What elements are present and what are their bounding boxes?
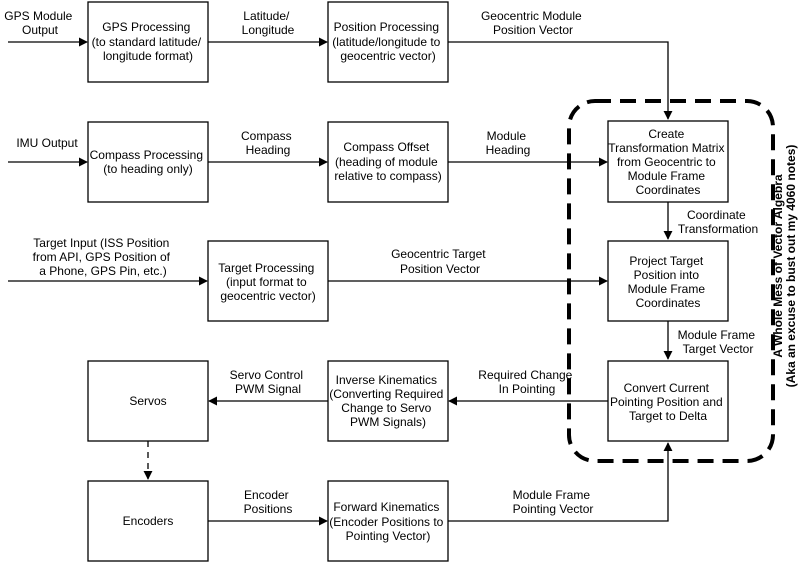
vector-algebra-group-label: A Whole Mess of Vector Algebra (Aka an e…: [771, 145, 798, 388]
module-frame-target-label: Module Frame Target Vector: [678, 328, 759, 356]
servos-box: [87, 360, 209, 442]
compass-heading-label: Compass Heading: [241, 129, 295, 157]
connectors: [8, 37, 673, 526]
gps-module-output-label: GPS Module Output: [4, 9, 75, 37]
encoders-box: [87, 480, 209, 562]
convert-delta-box: [607, 360, 729, 442]
transformation-matrix-box: [607, 120, 729, 203]
servo-control-label: Servo Control PWM Signal: [230, 368, 307, 396]
compass-processing-text: Compass Processing (to heading only): [90, 148, 207, 176]
geocentric-target-label: Geocentric Target Position Vector: [391, 247, 489, 276]
pointing-vector-arrow: [448, 442, 673, 522]
inverse-kinematics-text: Inverse Kinematics (Converting Required …: [329, 373, 446, 429]
geocentric-module-arrow: [448, 41, 673, 120]
imu-output-label: IMU Output: [16, 136, 78, 150]
project-target-box: [607, 240, 729, 322]
group-subtitle: (Aka an excuse to bust out my 4060 notes…: [784, 145, 798, 388]
geocentric-module-position-label: Geocentric Module Position Vector: [481, 9, 585, 37]
position-processing-box: [327, 1, 449, 83]
target-processing-text: Target Processing (input format to geoce…: [218, 261, 317, 303]
position-processing-text: Position Processing (latitude/longitude …: [332, 20, 443, 63]
target-input-label: Target Input (ISS Position from API, GPS…: [33, 236, 174, 278]
convert-delta-text: Convert Current Pointing Position and Ta…: [610, 381, 726, 423]
project-target-text: Project Target Position into Module Fram…: [628, 254, 709, 310]
required-change-label: Required Change In Pointing: [478, 368, 575, 396]
coordinate-transformation-label: Coordinate Transformation: [678, 208, 758, 236]
compass-offset-text: Compass Offset (heading of module relati…: [334, 140, 441, 183]
module-frame-pointing-label: Module Frame Pointing Vector: [513, 488, 594, 516]
compass-processing-box: [87, 121, 209, 203]
forward-kinematics-text: Forward Kinematics (Encoder Positions to…: [329, 500, 446, 543]
forward-kinematics-box: [327, 480, 449, 562]
gps-processing-text: GPS Processing (to standard latitude/ lo…: [92, 20, 205, 63]
latitude-longitude-label: Latitude/ Longitude: [242, 9, 295, 37]
compass-offset-box: [327, 121, 449, 203]
target-processing-box: [207, 240, 329, 322]
module-heading-label: Module Heading: [486, 129, 531, 157]
transformation-matrix-text: Create Transformation Matrix from Geocen…: [608, 127, 728, 197]
inverse-kinematics-box: [327, 360, 449, 442]
servos-text: Servos: [129, 394, 166, 408]
encoders-text: Encoders: [123, 514, 174, 528]
encoder-positions-label: Encoder Positions: [244, 488, 293, 516]
gps-processing-box: [87, 1, 209, 83]
group-title: A Whole Mess of Vector Algebra: [771, 174, 785, 357]
